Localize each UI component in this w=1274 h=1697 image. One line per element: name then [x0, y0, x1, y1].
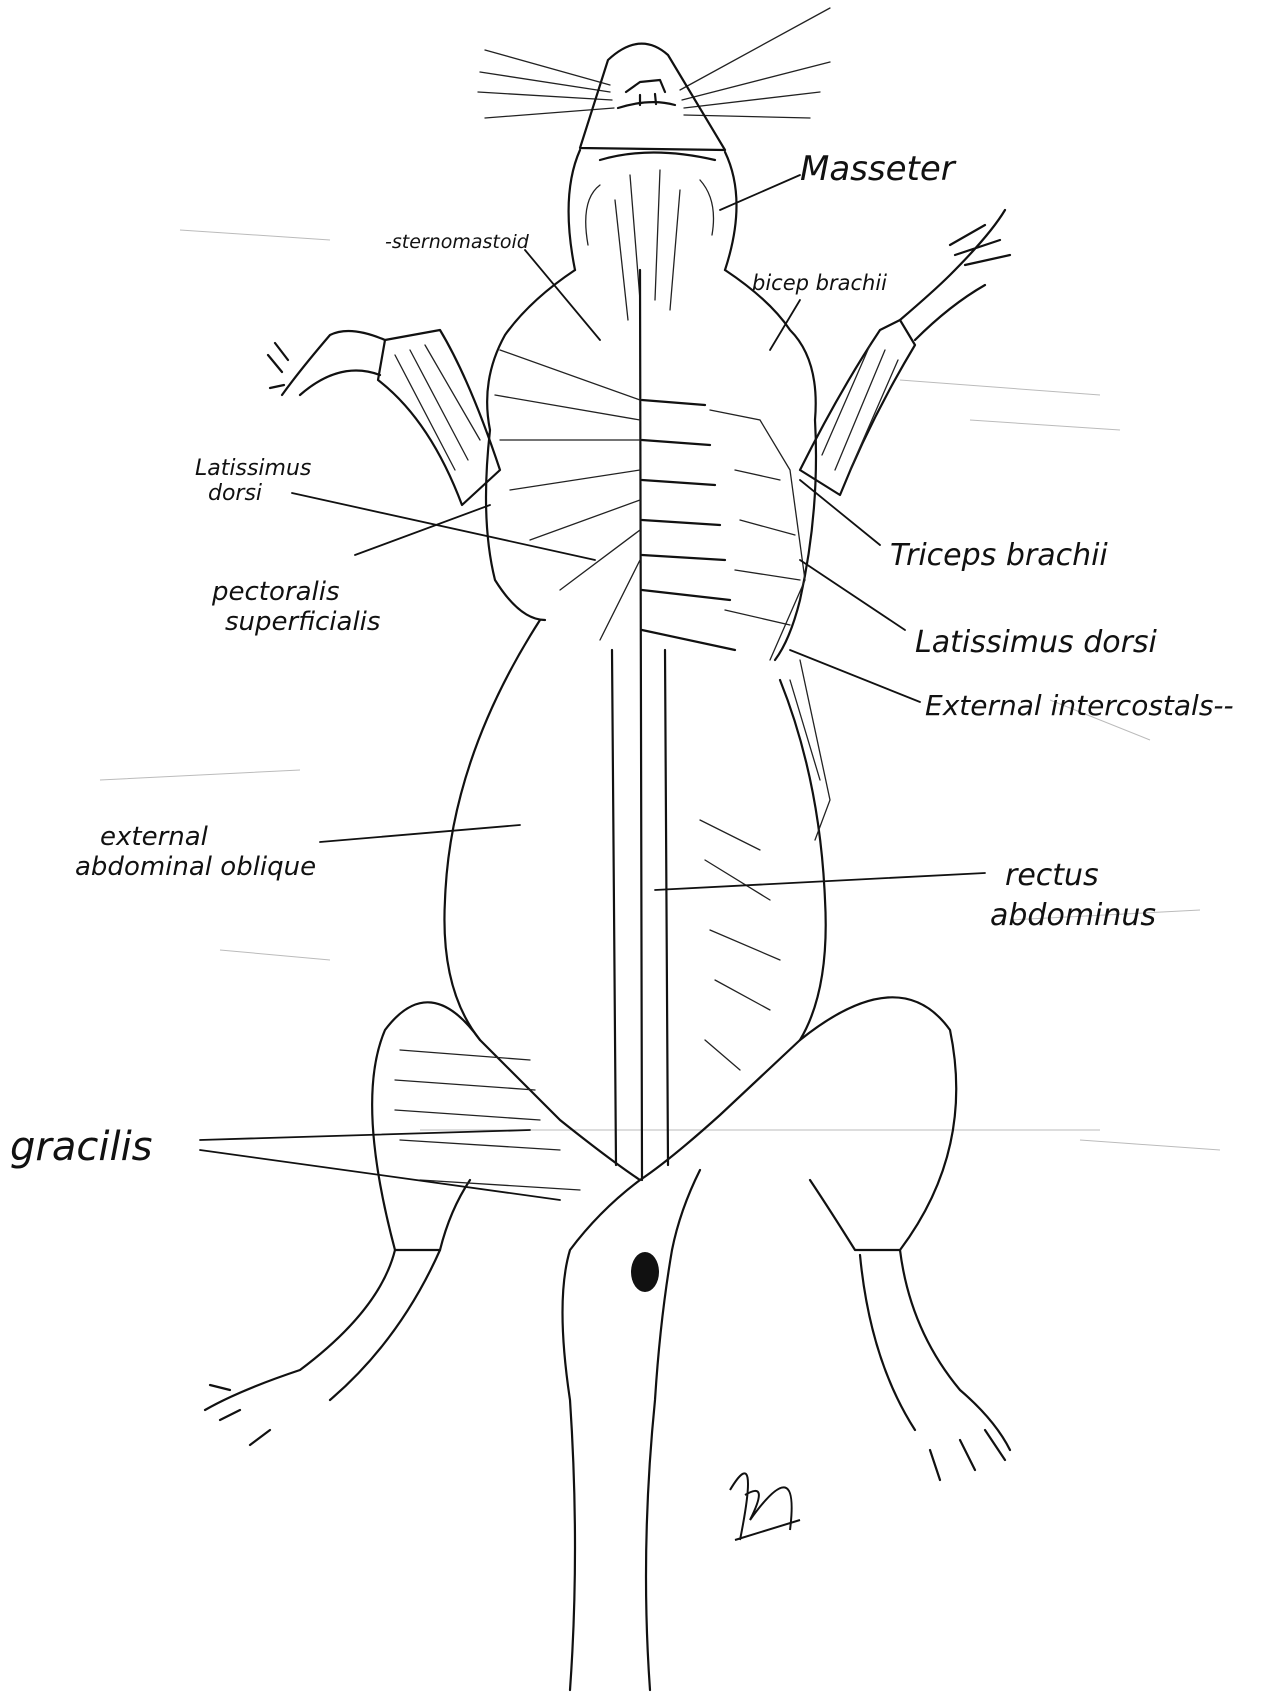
- rat-tail: [563, 1170, 701, 1690]
- label-pectoralis-1: pectoralis: [211, 577, 340, 607]
- label-bicep-brachii: bicep brachii: [752, 271, 887, 295]
- label-masseter: Masseter: [800, 149, 957, 189]
- rat-head: [569, 44, 737, 320]
- label-external-intercostals: External intercostals--: [925, 689, 1234, 722]
- label-triceps-brachii: Triceps brachii: [890, 538, 1108, 573]
- label-latissimus-left-1: Latissimus: [195, 456, 311, 481]
- labels: Masseter -sternomastoid bicep brachii La…: [10, 149, 1234, 1170]
- label-rectus-2: abdominus: [990, 898, 1156, 933]
- signature-icon: [730, 1473, 800, 1540]
- right-forelimb: [800, 210, 1010, 495]
- label-external-oblique-1: external: [100, 822, 209, 852]
- label-sternomastoid: -sternomastoid: [385, 231, 530, 253]
- rat-trunk: [444, 270, 830, 1180]
- label-external-oblique-2: abdominal oblique: [75, 852, 316, 882]
- label-rectus-1: rectus: [1005, 858, 1099, 893]
- right-hindlimb: [800, 997, 1010, 1480]
- label-pectoralis-2: superficialis: [225, 607, 380, 637]
- label-latissimus-left-2: dorsi: [208, 481, 262, 506]
- label-latissimus-right: Latissimus dorsi: [915, 625, 1158, 660]
- left-hindlimb: [205, 1002, 580, 1445]
- label-gracilis: gracilis: [10, 1124, 153, 1170]
- leader-lines: [200, 175, 985, 1200]
